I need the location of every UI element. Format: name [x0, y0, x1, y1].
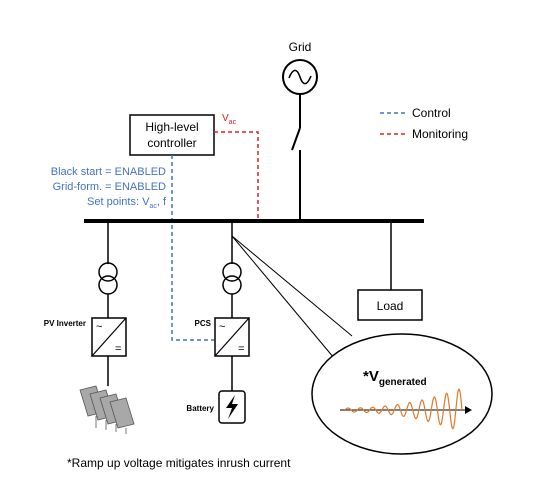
grid-forming-text: Grid-form. = ENABLED [53, 181, 166, 193]
legend-monitoring-label: Monitoring [412, 127, 468, 141]
pcs-transformer-lower [222, 275, 242, 295]
monitoring-line [214, 131, 259, 220]
vgen-sub: generated [379, 377, 427, 388]
pcs-equals: = [238, 343, 244, 355]
high-level-controller-box [129, 114, 215, 156]
grid-switch-blade [291, 127, 301, 151]
callout-bubble [311, 333, 493, 455]
solar-panel-icon [79, 385, 135, 434]
set-points-prefix: Set points: V [87, 196, 150, 208]
grid-sine-icon [288, 69, 312, 85]
vac-label: Vac [222, 113, 237, 126]
callout-pointer-upper [231, 235, 353, 337]
pv-inverter-equals: = [115, 343, 121, 355]
battery-label: Battery [186, 404, 214, 413]
callout-pointer-lower [231, 235, 335, 359]
vac-sub: ac [229, 119, 237, 126]
set-points-sub: ac [149, 203, 157, 210]
pv-inverter-tilde: ~ [96, 321, 102, 333]
set-points-suffix: , f [157, 196, 167, 208]
pv-transformer-upper [98, 262, 118, 282]
control-line [171, 155, 214, 341]
load-label: Load [377, 299, 404, 313]
controller-label-line1: High-level [145, 120, 198, 134]
vgenerated-label: *Vgenerated [363, 368, 427, 388]
black-start-text: Black start = ENABLED [51, 166, 166, 178]
footnote: *Ramp up voltage mitigates inrush curren… [67, 456, 291, 470]
pv-inverter-diagonal [91, 317, 127, 357]
set-points-text: Set points: Vac, f [87, 196, 167, 210]
generated-voltage-waveform [344, 388, 463, 430]
grid-label: Grid [289, 40, 312, 54]
pv-transformer-lower [98, 275, 118, 295]
waveform-axis-arrow [465, 406, 472, 414]
pv-inverter-label: PV Inverter [44, 319, 86, 328]
vac-main: V [222, 113, 229, 124]
load-box [357, 289, 423, 321]
lightning-icon [226, 395, 238, 419]
controller-label-line2: controller [147, 136, 196, 150]
pcs-tilde: ~ [219, 321, 225, 333]
legend-control-label: Control [412, 106, 451, 120]
pcs-transformer-upper [222, 262, 242, 282]
pcs-diagonal [214, 317, 250, 357]
vgen-prefix: *V [363, 368, 379, 385]
pcs-label: PCS [195, 319, 212, 328]
callout-pointer [232, 236, 352, 358]
